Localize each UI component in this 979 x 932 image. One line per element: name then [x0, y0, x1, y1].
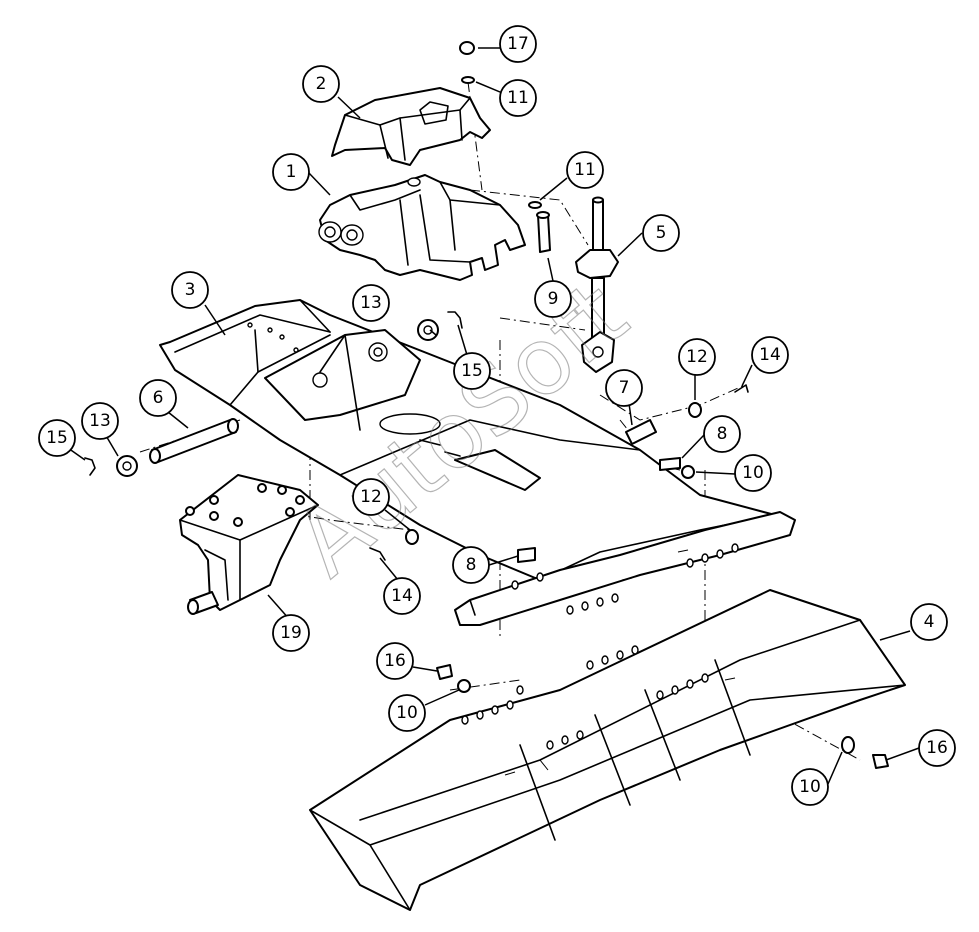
- callout-16-right-label: 16: [926, 738, 948, 758]
- part-12-washer-shape: [688, 402, 702, 418]
- part-10-washer-lower-shape: [457, 679, 471, 693]
- callout-7: 7: [605, 369, 643, 407]
- part-8-bolt-shape: [659, 457, 681, 471]
- callout-12-right-label: 12: [686, 347, 708, 367]
- part-14-pin-left-shape: [369, 547, 386, 561]
- part-15-pin-shape: [447, 311, 463, 329]
- callout-10-right-label: 10: [742, 463, 764, 483]
- callout-8-lower: 8: [452, 546, 490, 584]
- part-17-nut-shape: [459, 41, 475, 55]
- part-4-weight-box: [309, 589, 906, 911]
- callout-7-label: 7: [619, 378, 630, 398]
- part-15-pin-left-shape: [84, 457, 96, 476]
- part-6-pin: [149, 418, 239, 464]
- part-16-nut-right-shape: [872, 754, 889, 769]
- callout-16-right: 16: [918, 729, 956, 767]
- callout-16-left: 16: [376, 642, 414, 680]
- part-19-receiver: [179, 474, 319, 615]
- callout-8-right: 8: [703, 415, 741, 453]
- callout-8-lower-label: 8: [466, 555, 477, 575]
- callout-9-label: 9: [548, 289, 559, 309]
- callout-15-left: 15: [38, 419, 76, 457]
- part-9-bolt: [536, 211, 551, 253]
- callout-15-left-label: 15: [46, 428, 68, 448]
- part-2-upper-bracket: [331, 87, 491, 166]
- callout-10-lower: 10: [388, 694, 426, 732]
- part-1-hitch-mount: [318, 174, 526, 281]
- callout-1-label: 1: [286, 162, 297, 182]
- callout-17-label: 17: [507, 34, 529, 54]
- callout-10-lower-label: 10: [396, 703, 418, 723]
- callout-2-label: 2: [316, 74, 327, 94]
- callout-10-box: 10: [791, 768, 829, 806]
- callout-9: 9: [534, 280, 572, 318]
- callout-16-left-label: 16: [384, 651, 406, 671]
- part-3-lower-channel: [454, 511, 796, 626]
- callout-12-left-label: 12: [360, 487, 382, 507]
- callout-14-right-label: 14: [759, 345, 781, 365]
- callout-15-top-label: 15: [461, 361, 483, 381]
- callout-11-top: 11: [499, 79, 537, 117]
- callout-3: 3: [171, 271, 209, 309]
- callout-4-label: 4: [924, 612, 935, 632]
- hardware: [84, 41, 889, 769]
- part-16-nut-shape: [436, 664, 453, 680]
- part-10-washer-shape: [681, 465, 695, 479]
- callout-6: 6: [139, 379, 177, 417]
- callout-15-top: 15: [453, 352, 491, 390]
- callout-11-mid: 11: [566, 151, 604, 189]
- callout-12-right: 12: [678, 338, 716, 376]
- callout-13-top-label: 13: [360, 293, 382, 313]
- callout-14-left-label: 14: [391, 586, 413, 606]
- callout-11-mid-label: 11: [574, 160, 596, 180]
- callout-10-right: 10: [734, 454, 772, 492]
- callout-12-left: 12: [352, 478, 390, 516]
- callout-14-right: 14: [751, 336, 789, 374]
- callout-8-right-label: 8: [717, 424, 728, 444]
- part-11-washer-shape: [528, 201, 542, 209]
- callout-17: 17: [499, 25, 537, 63]
- callout-19-label: 19: [280, 623, 302, 643]
- part-11-washer-top-shape: [461, 76, 475, 84]
- callout-5: 5: [642, 214, 680, 252]
- part-5-jack: [575, 196, 619, 373]
- callout-14-left: 14: [383, 577, 421, 615]
- part-14-pin-shape: [734, 384, 749, 393]
- callout-13-top: 13: [352, 284, 390, 322]
- part-10-washer-right-shape: [841, 736, 855, 754]
- callout-6-label: 6: [153, 388, 164, 408]
- callout-2: 2: [302, 65, 340, 103]
- callout-4: 4: [910, 603, 948, 641]
- callout-19: 19: [272, 614, 310, 652]
- callout-13-left: 13: [81, 402, 119, 440]
- callout-1: 1: [272, 153, 310, 191]
- callout-5-label: 5: [656, 223, 667, 243]
- callout-10-box-label: 10: [799, 777, 821, 797]
- callout-13-left-label: 13: [89, 411, 111, 431]
- callout-3-label: 3: [185, 280, 196, 300]
- part-8-bolt-lower-shape: [517, 547, 536, 563]
- callout-11-top-label: 11: [507, 88, 529, 108]
- part-7-bushing-shape: [625, 419, 657, 445]
- part-12-washer-left-shape: [405, 529, 419, 545]
